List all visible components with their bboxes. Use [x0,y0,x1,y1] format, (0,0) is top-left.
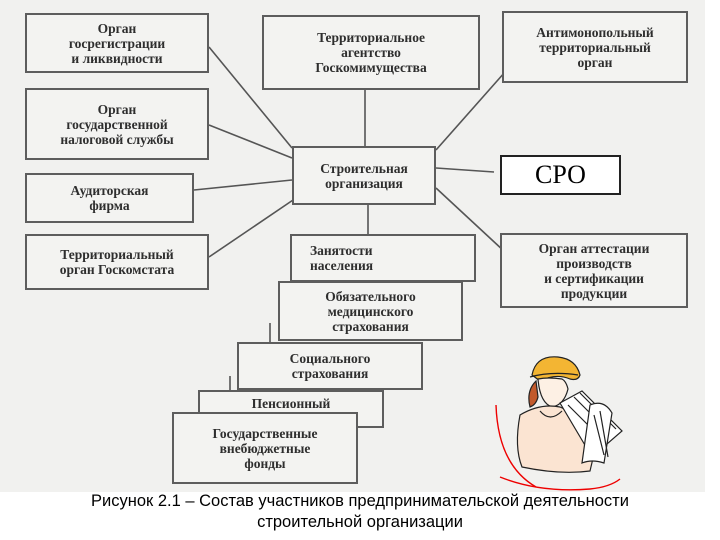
caption-line-1: Рисунок 2.1 – Состав участников предприн… [91,492,629,510]
box-audit-firm: Аудиторская фирма [25,173,194,223]
box-sro: СРО [500,155,621,195]
box-state-extrabudgetary-funds: Государственные внебюджетные фонды [172,412,358,484]
box-antimonopoly-authority: Антимонопольный территориальный орган [502,11,688,83]
box-registration-authority: Орган госрегистрации и ликвидности [25,13,209,73]
box-property-agency: Территориальное агентство Госкомимуществ… [262,15,480,90]
figure-caption: Рисунок 2.1 – Состав участников предприн… [0,491,720,533]
box-tax-service: Орган государственной налоговой службы [25,88,209,160]
box-social-insurance-fund: Социального страхования [237,342,423,390]
engineer-with-blueprints-illustration [495,356,623,491]
box-construction-organization: Строительная организация [292,146,436,205]
box-certification-authority: Орган аттестации производств и сертифика… [500,233,688,308]
box-employment-fund: Занятости населения [290,234,476,282]
box-medical-insurance-fund: Обязательного медицинского страхования [278,281,463,341]
box-statistics-authority: Территориальный орган Госкомстата [25,234,209,290]
caption-line-2: строительной организации [257,513,463,531]
